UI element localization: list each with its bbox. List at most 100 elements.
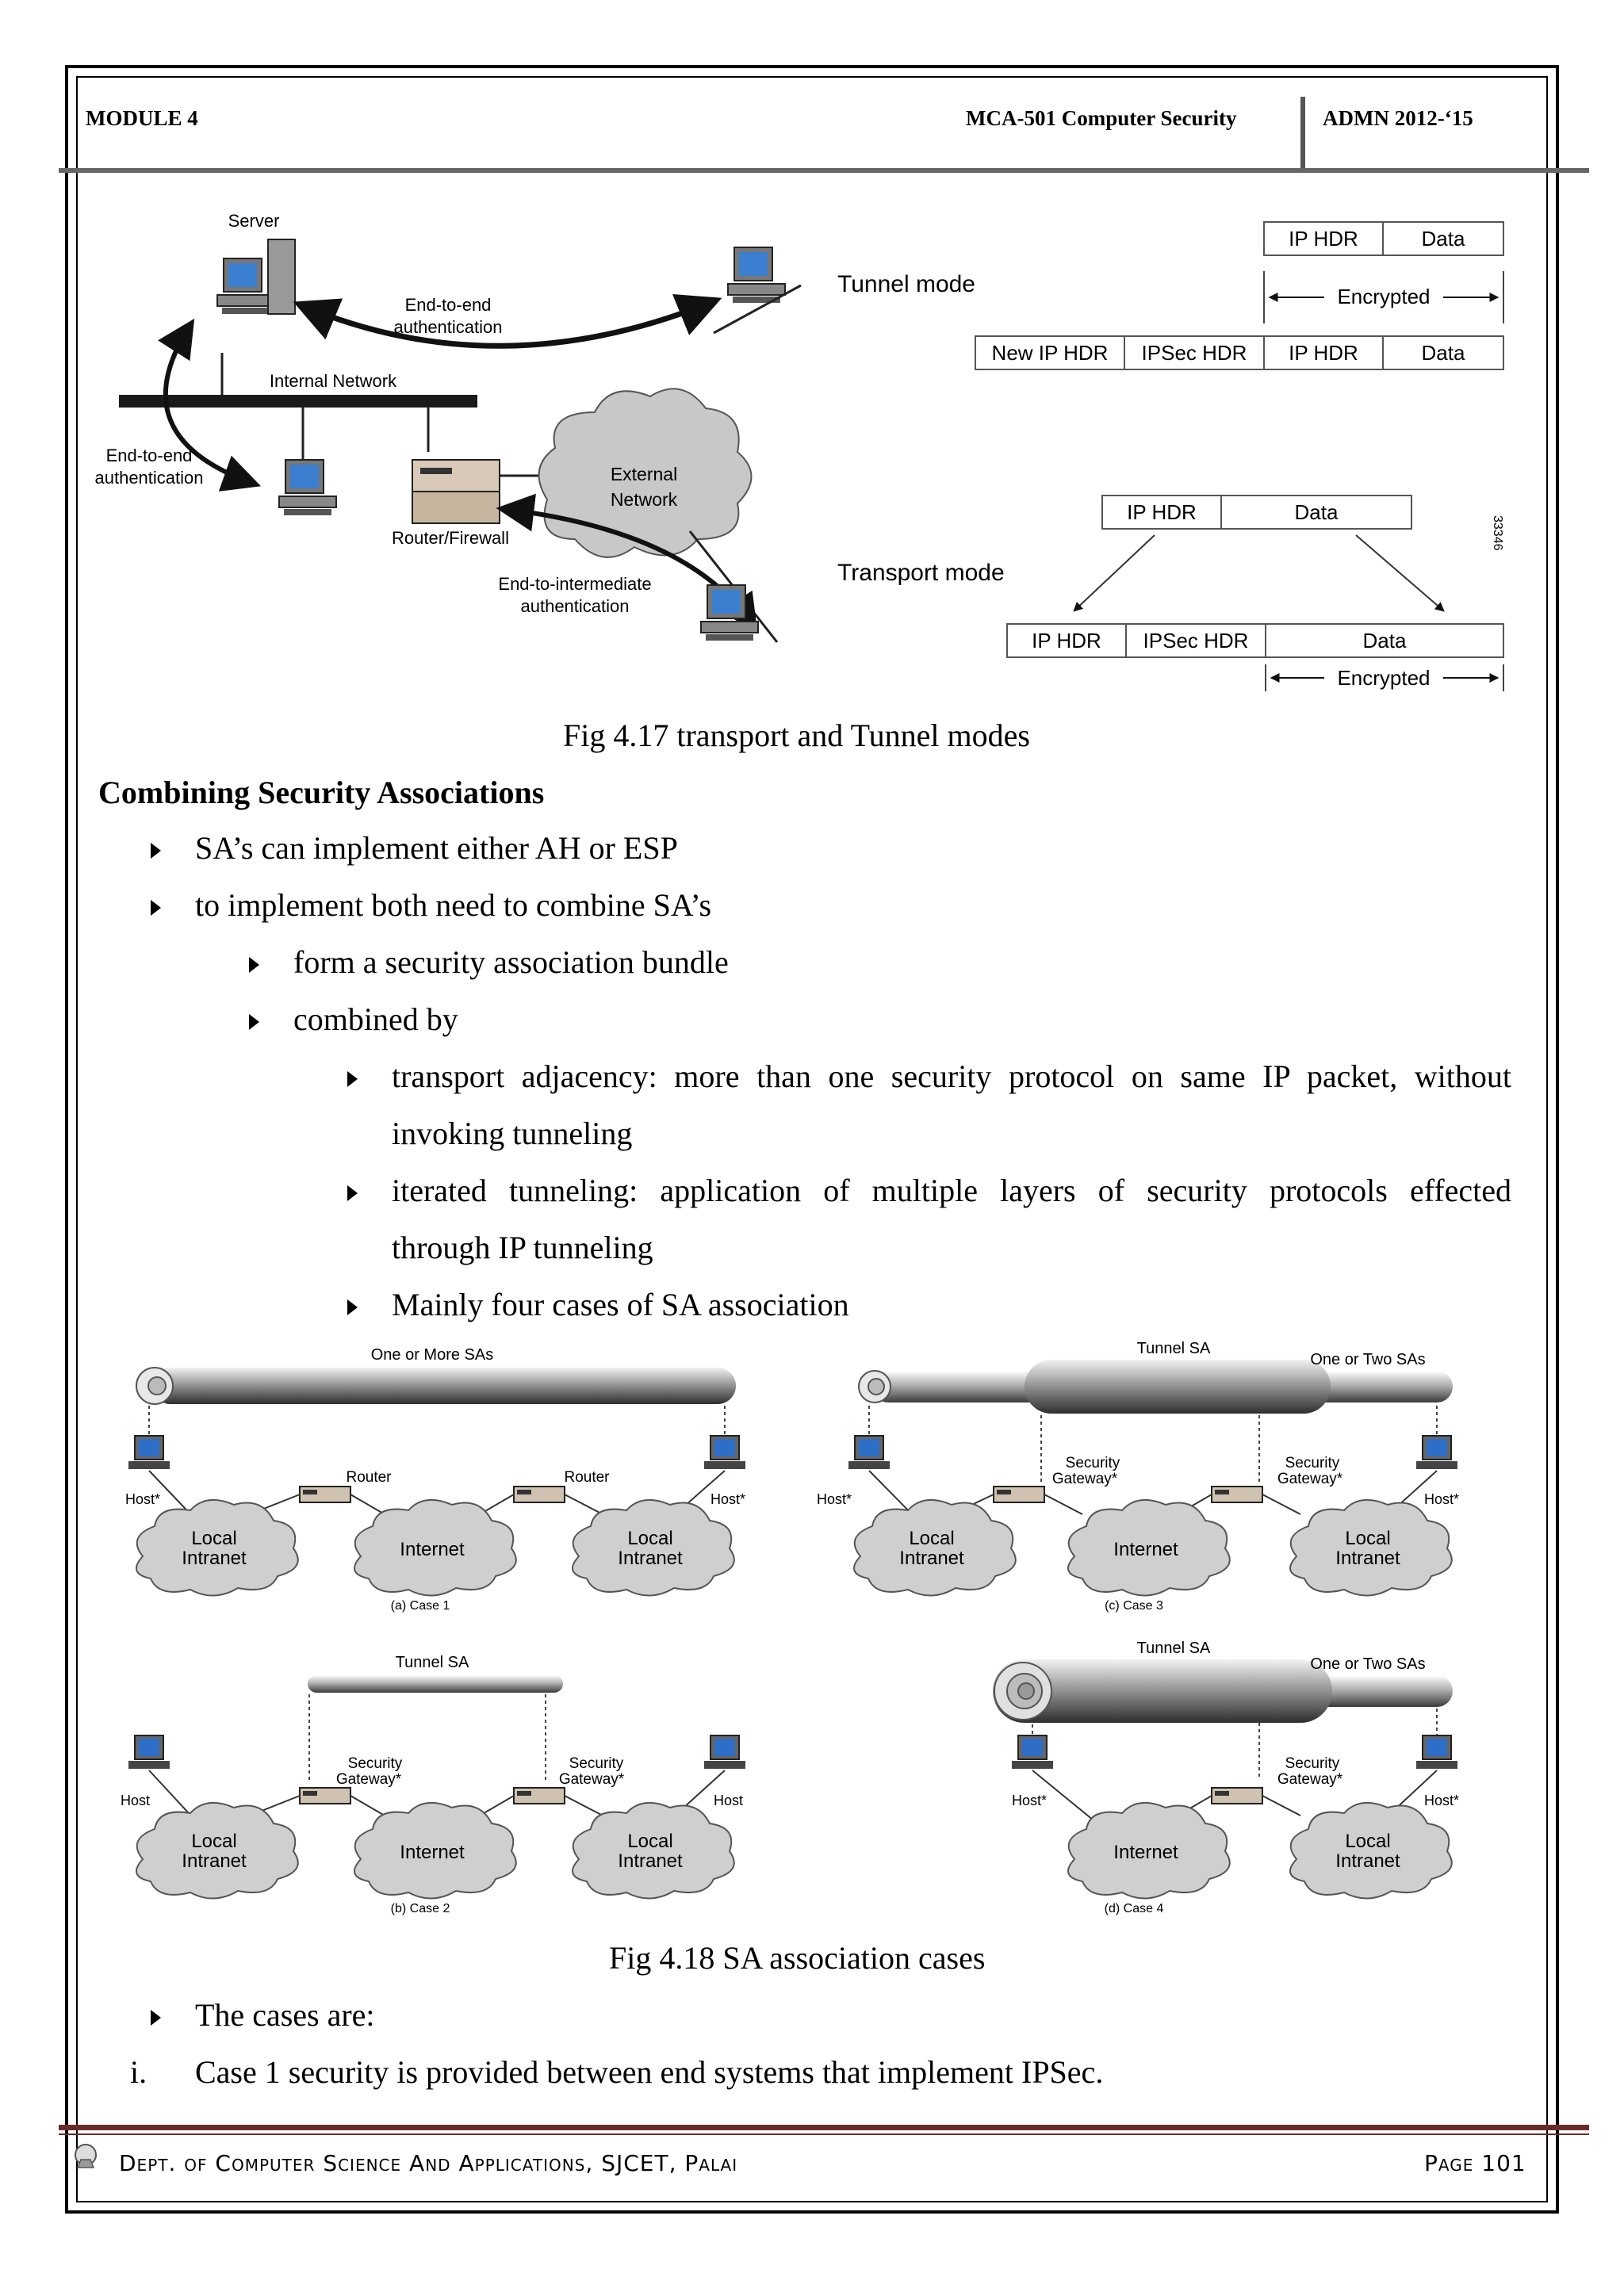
header-course: MCA-501 Computer Security xyxy=(966,106,1237,130)
case1-label: (a) Case 1 xyxy=(391,1599,450,1613)
case4-local: Local xyxy=(1345,1831,1390,1852)
arrow-e2e-top xyxy=(293,293,722,349)
label-intermediate-1: End-to-intermediate xyxy=(498,574,651,594)
tunnel-new-ip-hdr-inner: IP HDR xyxy=(1289,341,1358,365)
tunnel-new-data: Data xyxy=(1422,341,1465,365)
header-rule xyxy=(59,168,1589,173)
footer-rule-thin xyxy=(59,2133,1589,2135)
label-internal-network: Internal Network xyxy=(270,371,397,391)
figure-4-17-caption: Fig 4.17 transport and Tunnel modes xyxy=(563,718,1030,753)
footer-page-number: Page 101 xyxy=(1424,2150,1526,2176)
bullet-3a-cont: invoking tunneling xyxy=(392,1115,633,1151)
college-logo-icon xyxy=(75,2144,97,2168)
internal-computer xyxy=(278,459,337,516)
case2-intranet-left: Intranet xyxy=(182,1850,247,1872)
footer-department: Dept. of Computer Science And Applicatio… xyxy=(119,2150,738,2176)
tunnel-ipsec-hdr: IPSec HDR xyxy=(1142,341,1247,365)
case2-host-left: Host xyxy=(121,1793,150,1808)
case3-one-or-two: One or Two SAs xyxy=(1310,1351,1425,1368)
case1-local-right: Local xyxy=(627,1528,672,1549)
case3-security-right: Security xyxy=(1285,1455,1340,1471)
case4-host-left: Host* xyxy=(1012,1793,1047,1808)
case2-tunnel-sa: Tunnel SA xyxy=(396,1654,469,1671)
case3-host-right: Host* xyxy=(1424,1491,1459,1507)
case2-gateway-right: Gateway* xyxy=(559,1771,625,1788)
transport-ip-hdr: IP HDR xyxy=(1127,500,1197,524)
header-separator xyxy=(1300,97,1305,170)
case1-intranet-left: Intranet xyxy=(182,1548,247,1569)
case1-intranet-right: Intranet xyxy=(618,1548,683,1569)
case-3-diagram: Tunnel SA One or Two SAs Host* Host* Sec… xyxy=(817,1340,1459,1613)
case2-intranet-right: Intranet xyxy=(618,1850,683,1872)
bullet-3b: iterated tunneling: application of multi… xyxy=(392,1173,1511,1208)
label-intermediate-2: authentication xyxy=(521,596,630,616)
case4-internet: Internet xyxy=(1113,1842,1178,1863)
case2-local-right: Local xyxy=(627,1831,672,1852)
case1-one-or-more: One or More SAs xyxy=(371,1346,494,1364)
case4-intranet: Intranet xyxy=(1335,1850,1400,1872)
case3-intranet-left: Intranet xyxy=(899,1548,964,1569)
figure-code: 33346 xyxy=(1491,515,1504,551)
case1-host-left: Host* xyxy=(125,1491,160,1507)
bullet-2a: form a security association bundle xyxy=(293,944,729,980)
transport-ipsec-hdr: IPSec HDR xyxy=(1143,629,1249,652)
case3-internet: Internet xyxy=(1113,1539,1178,1560)
case-2-diagram: Tunnel SA Host Host Security Gateway* Se… xyxy=(121,1654,746,1915)
transport-encrypted: Encrypted xyxy=(1337,666,1430,690)
figure-4-17: Server End-to-end authentication Interna… xyxy=(95,211,1504,691)
case2-label: (b) Case 2 xyxy=(391,1902,450,1915)
internal-network-bar xyxy=(119,395,477,408)
transport-new-packet xyxy=(1006,623,1504,658)
case3-label: (c) Case 3 xyxy=(1105,1599,1163,1613)
tunnel-new-ip-hdr: New IP HDR xyxy=(992,341,1109,365)
bullet-arrow-icon xyxy=(151,843,161,859)
router-firewall xyxy=(412,459,500,524)
bullet-arrow-icon xyxy=(347,1299,358,1315)
transport-data: Data xyxy=(1295,500,1339,524)
tunnel-data: Data xyxy=(1422,227,1465,251)
bullet-3b-cont: through IP tunneling xyxy=(392,1230,653,1265)
transport-new-ip-hdr: IP HDR xyxy=(1032,629,1101,652)
label-transport-mode: Transport mode xyxy=(837,560,1005,586)
figure-4-18-caption: Fig 4.18 SA association cases xyxy=(609,1940,986,1976)
label-router-firewall: Router/Firewall xyxy=(392,528,509,548)
bullet-arrow-icon xyxy=(151,2010,161,2026)
case4-gateway: Gateway* xyxy=(1277,1771,1343,1788)
server-computer xyxy=(216,239,296,315)
case1-host-right: Host* xyxy=(710,1491,745,1507)
case1-internet: Internet xyxy=(400,1539,465,1560)
label-server: Server xyxy=(228,211,280,231)
bullet-arrow-icon xyxy=(151,900,161,916)
label-external-2: Network xyxy=(611,489,678,510)
case3-gateway-left: Gateway* xyxy=(1052,1471,1118,1487)
page-border-outer xyxy=(65,65,1559,2214)
label-e2e-left-2: authentication xyxy=(95,468,204,488)
case2-security-right: Security xyxy=(569,1755,624,1772)
case4-one-or-two: One or Two SAs xyxy=(1310,1655,1425,1673)
remote-computer-bottom xyxy=(700,584,759,641)
list-item-number: i. xyxy=(130,2054,147,2090)
header-module: MODULE 4 xyxy=(86,106,198,130)
bullet-cases: The cases are: xyxy=(195,1997,375,2033)
section-heading: Combining Security Associations xyxy=(98,775,545,810)
label-tunnel-mode: Tunnel mode xyxy=(837,271,975,297)
case2-security-left: Security xyxy=(348,1755,403,1772)
case4-security: Security xyxy=(1285,1755,1340,1772)
page-border-inner xyxy=(76,76,1548,2202)
label-external-1: External xyxy=(611,464,677,484)
case1-router-right: Router xyxy=(564,1469,610,1486)
case-1-diagram: One or More SAs Host* Host* Router Route… xyxy=(125,1346,746,1613)
bullet-arrow-icon xyxy=(347,1185,358,1201)
tunnel-new-packet xyxy=(975,335,1504,370)
figure-4-18: One or More SAs Host* Host* Router Route… xyxy=(121,1340,1459,1915)
list-item-text: Case 1 security is provided between end … xyxy=(195,2054,1104,2090)
footer-rule xyxy=(59,2125,1589,2130)
case3-local-right: Local xyxy=(1345,1528,1390,1549)
bullet-2b: combined by xyxy=(293,1001,458,1037)
arrow-e2e-left xyxy=(158,318,262,492)
case3-gateway-right: Gateway* xyxy=(1277,1471,1343,1487)
label-e2e-top-2: authentication xyxy=(394,317,503,337)
label-e2e-left-1: End-to-end xyxy=(106,446,193,465)
case4-label: (d) Case 4 xyxy=(1105,1902,1164,1915)
bullet-arrow-icon xyxy=(347,1071,358,1087)
